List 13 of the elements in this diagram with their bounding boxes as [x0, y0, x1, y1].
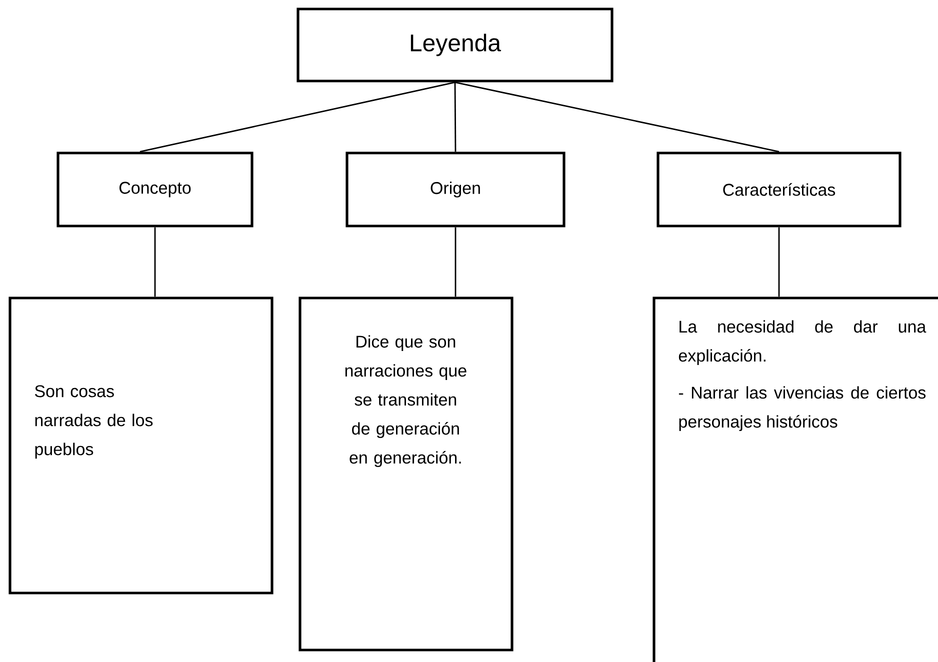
connector-line: [778, 227, 780, 297]
description-box: La necesidad de dar una explicación. - Narrar las vivencias de ciertos personajes históricos: [652, 296, 938, 662]
connector-line: [454, 227, 456, 297]
category-box: Origen: [346, 152, 566, 228]
connector-line: [454, 82, 780, 152]
category-box: Concepto: [56, 152, 254, 228]
connector-line: [454, 82, 456, 152]
description-box: Son cosas narradas de los pueblos: [8, 296, 274, 594]
connector-line: [154, 227, 156, 297]
title-box: Leyenda: [296, 8, 614, 82]
category-box: Características: [656, 152, 902, 228]
connector-line: [140, 82, 456, 152]
description-box: Dice que son narraciones que se transmiten de generación en generación.: [298, 296, 514, 652]
